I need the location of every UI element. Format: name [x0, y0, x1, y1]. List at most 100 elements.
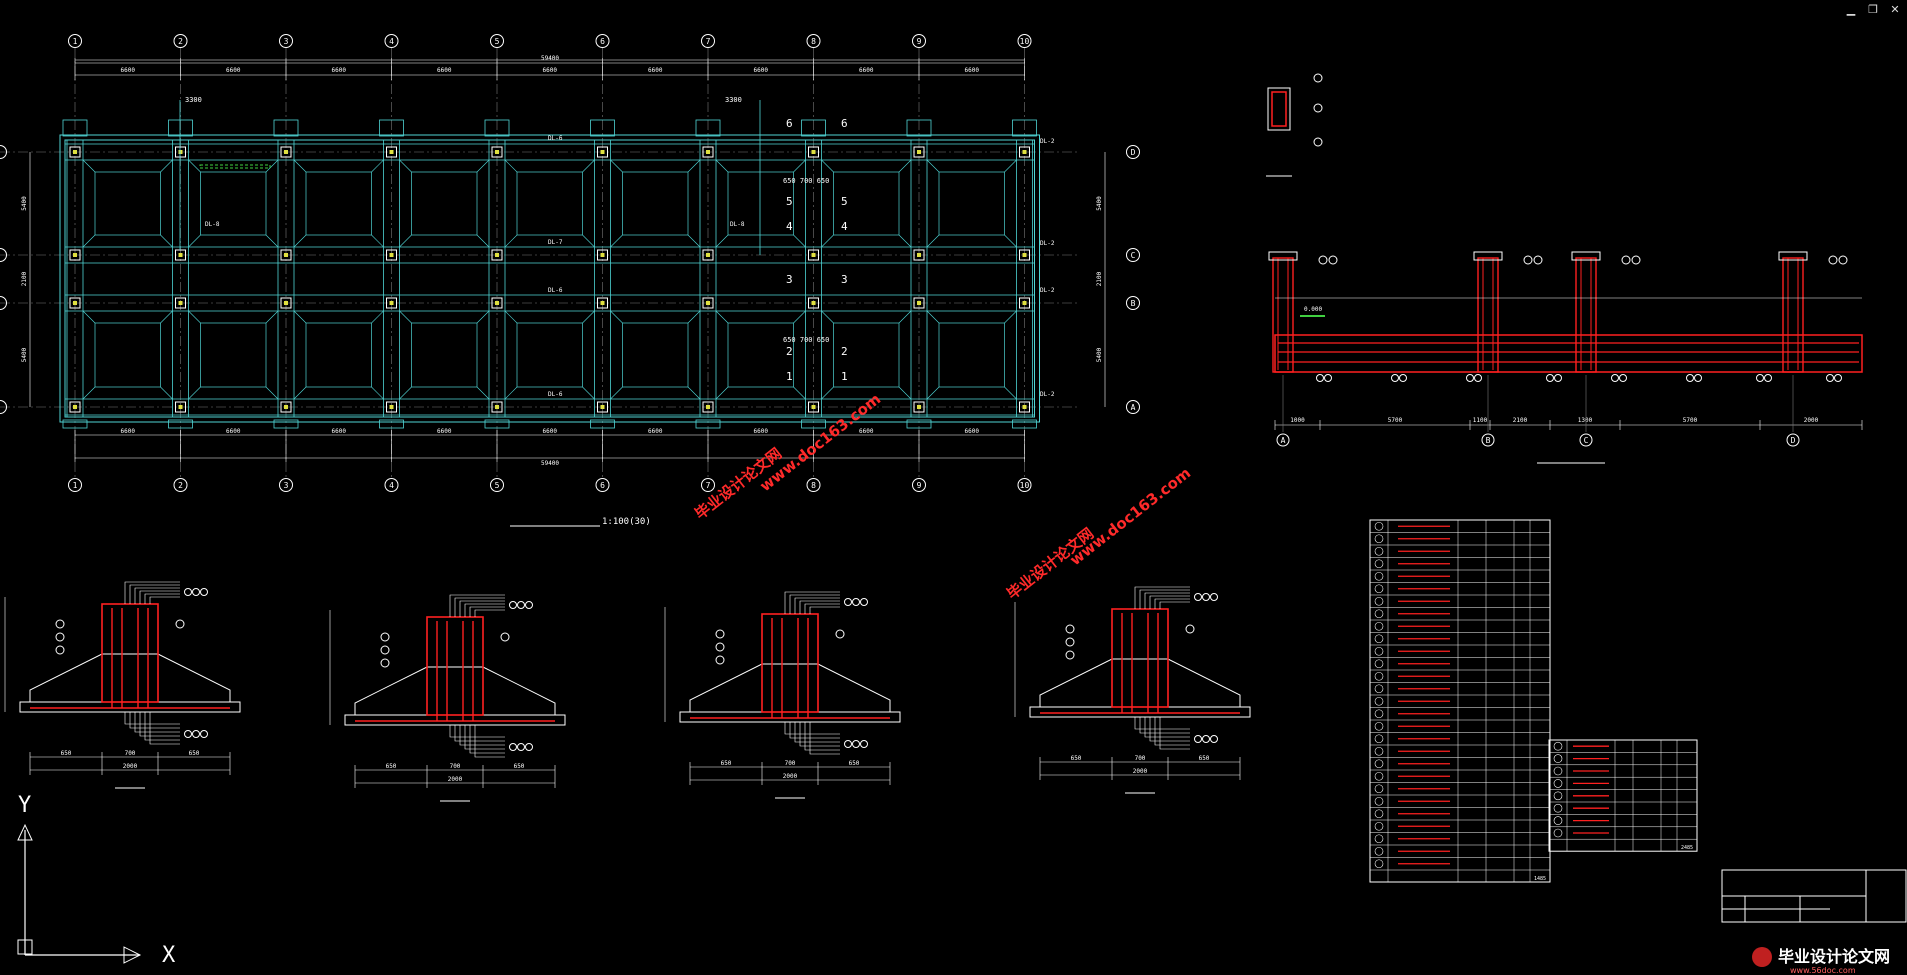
bay-dimension: 6600 — [226, 67, 241, 74]
footing-dimension: 650 — [1071, 755, 1082, 762]
section-mark: 6 — [786, 117, 793, 130]
footing-dimension: 650 — [1199, 755, 1210, 762]
column — [175, 146, 186, 158]
col-rebar — [1271, 91, 1287, 127]
plan-title: 1:100(30) — [602, 517, 651, 527]
column-core — [1022, 405, 1027, 409]
rebar-leader — [1134, 717, 1190, 730]
beam-label: DL-8 — [730, 221, 745, 228]
window-controls: ▁ ❐ ✕ — [1845, 4, 1901, 16]
total-dimension: 59400 — [541, 460, 559, 467]
column-cap — [1778, 251, 1808, 261]
axis-bubble — [701, 478, 715, 492]
panel-bevel — [160, 310, 173, 324]
rebar-tag — [1313, 73, 1323, 83]
panel-bevel — [610, 159, 623, 173]
section-mark: 1 — [786, 370, 793, 383]
column-core — [706, 301, 710, 305]
bay-dimension: 6600 — [437, 428, 452, 435]
column — [597, 401, 608, 413]
column-core — [917, 405, 921, 409]
panel-bevel — [926, 310, 940, 324]
axis-label: B — [1131, 299, 1136, 308]
mid-dimension: 650 700 650 — [783, 177, 829, 185]
panel-bevel — [1004, 310, 1017, 324]
rebar-tag — [184, 588, 192, 596]
column-cap — [1473, 251, 1503, 261]
axis-bubble — [1017, 34, 1032, 48]
panel-inner — [516, 171, 583, 236]
table-mark — [1374, 684, 1384, 694]
axis-label: 10 — [1020, 481, 1030, 490]
panel-bevel — [82, 310, 96, 324]
rebar-leader — [1139, 717, 1190, 734]
restore-icon[interactable]: ❐ — [1868, 3, 1878, 16]
footing-slope — [1039, 658, 1241, 707]
footing-dimension: 650 — [189, 750, 200, 757]
rebar-tag — [1523, 255, 1533, 265]
axis-bubble — [912, 34, 926, 48]
footing-dimension: 650 — [849, 760, 860, 767]
axis-label: 1 — [73, 481, 78, 490]
column — [280, 297, 292, 309]
column-core — [706, 150, 710, 154]
close-icon[interactable]: ✕ — [1890, 3, 1900, 16]
rebar-tag — [1318, 255, 1328, 265]
column-core — [495, 150, 499, 154]
foot-tab — [906, 119, 932, 137]
panel-bevel — [610, 234, 623, 248]
section-dimension: 1000 — [1290, 417, 1305, 424]
column-section — [1782, 257, 1804, 373]
foot-tab — [801, 419, 826, 429]
side-dimension: 2100 — [1096, 271, 1103, 286]
rebar-tag — [55, 632, 65, 642]
rebar-tag — [835, 629, 845, 639]
foundation-plan — [0, 34, 1140, 527]
foot-tab — [695, 119, 721, 137]
rebar-tag — [1619, 374, 1627, 382]
axis-bubble — [1126, 248, 1140, 262]
column — [175, 297, 186, 309]
bay-dimension: 6600 — [648, 428, 663, 435]
minimize-icon[interactable]: ▁ — [1846, 3, 1856, 16]
axis-bubble — [279, 34, 293, 48]
axis-bubble — [595, 34, 610, 48]
footing-dimension: 700 — [785, 760, 796, 767]
rebar-leader — [1139, 589, 1190, 609]
axis-bubble — [1276, 433, 1290, 447]
column-core — [178, 301, 183, 305]
column-section — [1477, 257, 1499, 373]
column-core — [389, 301, 394, 305]
rebar-tag — [1328, 255, 1338, 265]
footing-slope — [29, 653, 231, 702]
foot-tab — [168, 419, 193, 429]
panel-bevel — [293, 310, 307, 324]
column-core — [495, 405, 499, 409]
rebar-tag — [200, 730, 208, 738]
panel-inner — [305, 322, 372, 388]
table-mark — [1374, 809, 1384, 819]
table-mark — [1374, 671, 1384, 681]
table-mark — [1374, 834, 1384, 844]
rebar-tag — [1764, 374, 1772, 382]
column — [808, 401, 819, 413]
rebar-leader — [789, 594, 840, 614]
footing-total: 2000 — [123, 763, 138, 770]
axis-label: 5 — [495, 37, 500, 46]
column — [386, 297, 397, 309]
axis-label: D — [1131, 148, 1136, 157]
table-mark — [1374, 759, 1384, 769]
beam-label: DL-6 — [548, 135, 563, 142]
rebar-tag — [1185, 624, 1195, 634]
foot-tab — [379, 419, 404, 429]
rebar-leader — [129, 584, 180, 604]
column — [491, 297, 503, 309]
panel-inner — [622, 171, 689, 236]
column-core — [917, 150, 921, 154]
pedestal — [426, 616, 484, 716]
rebar-leader — [474, 725, 505, 758]
axis-bubble — [1579, 433, 1593, 447]
panel-inner — [938, 171, 1005, 236]
table-mark — [1374, 746, 1384, 756]
